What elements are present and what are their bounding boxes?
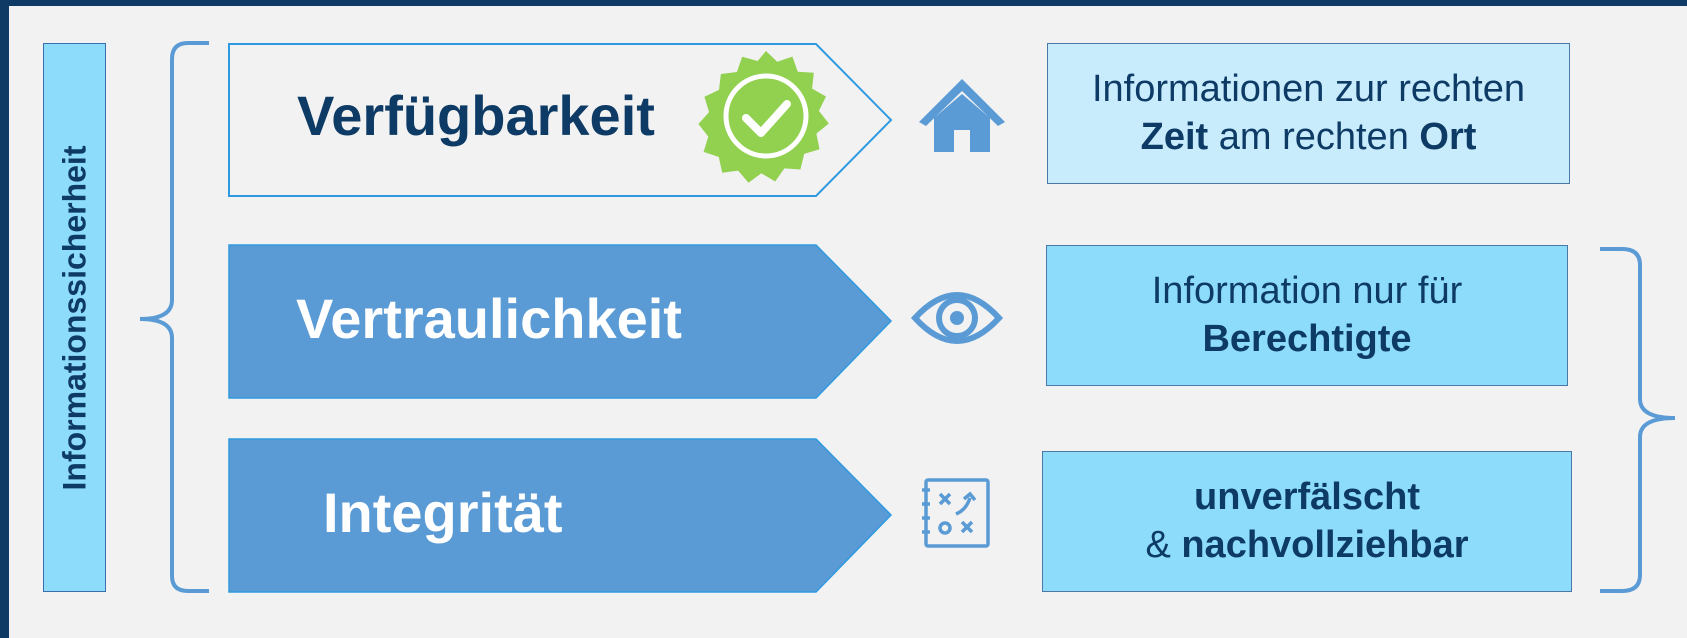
description-vertraulichkeit: Information nur für Berechtigte bbox=[1046, 245, 1568, 386]
arrow-integritaet bbox=[228, 438, 893, 593]
description-line: unverfälscht bbox=[1194, 476, 1420, 518]
description-verfuegbarkeit: Informationen zur rechten Zeit am rechte… bbox=[1047, 43, 1570, 184]
right-brace bbox=[1600, 247, 1676, 593]
check-badge-icon bbox=[698, 51, 829, 183]
eye-icon bbox=[910, 292, 1004, 344]
arrow-vertraulichkeit bbox=[228, 244, 893, 399]
vertical-label-box: Informationssicherheit bbox=[43, 43, 106, 592]
left-brace bbox=[139, 41, 209, 593]
title-verfuegbarkeit: Verfügbarkeit bbox=[297, 84, 655, 147]
description-line: Information nur für bbox=[1151, 270, 1463, 312]
house-icon bbox=[919, 79, 1005, 152]
strategy-board-icon bbox=[922, 478, 990, 548]
description-line: Berechtigte bbox=[1202, 317, 1412, 360]
description-integritaet: unverfälscht & nachvollziehbar bbox=[1042, 451, 1572, 592]
description-line: & nachvollziehbar bbox=[1145, 523, 1469, 566]
description-line: Zeit am rechten Ort bbox=[1140, 115, 1477, 158]
title-vertraulichkeit: Vertraulichkeit bbox=[296, 287, 682, 350]
description-line: Informationen zur rechten bbox=[1091, 68, 1525, 110]
title-integritaet: Integrität bbox=[323, 481, 563, 544]
